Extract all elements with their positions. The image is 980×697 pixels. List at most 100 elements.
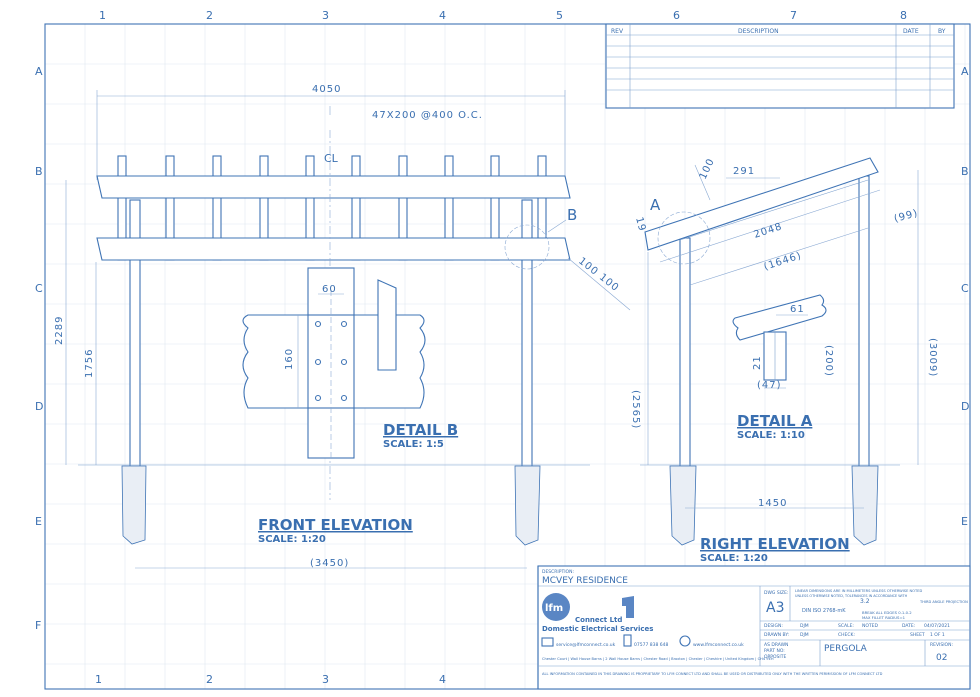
detail-b-height-dim: 160 (284, 348, 295, 370)
by-header: BY (938, 28, 946, 35)
units-note: LINEAR DIMENSIONS ARE IN MILLIMETERS UNL… (795, 589, 922, 593)
dwg-size-label: DWG SIZE: (764, 590, 788, 596)
check-label: CHECK: (838, 632, 855, 638)
detail-a-callout-label: A (650, 196, 661, 214)
front-elevation-title: FRONT ELEVATION (258, 516, 413, 534)
company-logo-text: lfm (545, 603, 563, 614)
detail-b-callout-label: B (567, 206, 577, 224)
part-name: PERGOLA (824, 644, 868, 654)
email-icon (541, 637, 554, 647)
column-label: 5 (556, 9, 563, 22)
front-joists (117, 155, 547, 261)
drawn-label: DRAWN BY: (764, 632, 789, 638)
sheet-value: 1 OF 1 (930, 632, 945, 638)
company-services: Domestic Electrical Services (542, 625, 653, 633)
standard: DIN ISO 2768-mK (802, 608, 846, 614)
company-web: www.lfmconnect.co.uk (693, 642, 744, 648)
detail-a-dim-c: (200) (823, 345, 834, 377)
detail-a-rafter (732, 294, 827, 341)
company-email: service@lfmconnect.co.uk (556, 642, 616, 648)
joist-spec: 47X200 @400 O.C. (372, 110, 483, 121)
front-elevation-scale: SCALE: 1:20 (258, 534, 326, 545)
row-label: D (35, 400, 43, 413)
right-post-left (679, 237, 691, 469)
column-label: 7 (790, 9, 797, 22)
column-label: 2 (206, 9, 213, 22)
right-left-dim: 19 (633, 216, 647, 233)
right-height-right-dim: (3009) (927, 338, 938, 377)
column-label: 1 (99, 9, 106, 22)
row-label: E (35, 515, 42, 528)
column-label: 3 (322, 9, 329, 22)
drawing-frame (44, 23, 971, 690)
scale-label: SCALE: (838, 623, 854, 629)
detail-a-title: DETAIL A (737, 412, 813, 430)
company-logo (542, 593, 570, 621)
right-base-dim: 1450 (758, 498, 787, 509)
right-elevation: 100 291 19 2048 (1646) (99) (3009) (2565… (630, 157, 938, 564)
front-footing-left (121, 465, 147, 545)
front-top-beam (96, 175, 571, 199)
column-label: 4 (439, 673, 446, 686)
company-name: Connect Ltd (575, 616, 622, 624)
centerline-label: CL (324, 152, 339, 165)
right-height-left-dim: (2565) (630, 390, 641, 429)
front-total-height-dim: 2289 (54, 316, 65, 345)
front-width-dim: 4050 (312, 84, 341, 95)
company-plug-icon (622, 596, 634, 618)
tb-description-label: DESCRIPTION: (542, 569, 574, 575)
right-footing-right (851, 465, 879, 546)
revision-table: REV DESCRIPTION DATE BY (605, 23, 955, 109)
row-label: C (35, 282, 43, 295)
row-label: C (961, 282, 969, 295)
right-top-dim: 100 (698, 157, 717, 182)
column-label: 1 (95, 673, 102, 686)
front-elevation: 4050 47X200 @400 O.C. CL 2289 1756 (3450… (54, 84, 631, 569)
right-elevation-scale: SCALE: 1:20 (700, 553, 768, 564)
detail-a-dim-a: 61 (790, 304, 805, 315)
column-label: 6 (673, 9, 680, 22)
right-elevation-title: RIGHT ELEVATION (700, 535, 850, 553)
phone-icon (623, 634, 632, 647)
row-label: D (961, 400, 969, 413)
design-value: DJM (800, 623, 809, 629)
column-label: 8 (900, 9, 907, 22)
front-bottom-beam (96, 237, 571, 261)
scale-value: NOTED (862, 623, 879, 629)
revision-value: 02 (936, 653, 947, 663)
tolerance-note: UNLESS OTHERWISE NOTED, TOLERANCES IN AC… (795, 594, 908, 598)
part-no-label: PART NO: (764, 648, 785, 654)
design-label: DESIGN: (764, 623, 783, 629)
edges-note: BREAK ALL EDGES 0.1-0.2 (862, 610, 912, 615)
row-label: A (35, 65, 43, 78)
detail-a: 61 21 (200) (47) DETAIL A SCALE: 1:10 (732, 294, 834, 441)
detail-b-title: DETAIL B (383, 421, 458, 439)
row-label: B (961, 165, 969, 178)
date-header: DATE (903, 28, 919, 35)
right-top-offset-dim: (99) (893, 208, 920, 225)
detail-b: 60 160 DETAIL B SCALE: 1:5 (242, 267, 458, 459)
web-icon (679, 635, 691, 647)
row-label: A (961, 65, 969, 78)
title-block: DESCRIPTION: MCVEY RESIDENCE lfm Connect… (537, 565, 971, 690)
front-footing-right (514, 465, 541, 546)
detail-b-width-dim: 60 (322, 284, 337, 295)
row-label: B (35, 165, 43, 178)
row-labels: A B C D E F A B C D E (35, 65, 969, 632)
front-post-height-dim: 1756 (84, 349, 95, 378)
company-phone: 07577 838 648 (634, 642, 668, 648)
company-address: Chester Court | Wall House Barns | 2 Wal… (542, 657, 774, 661)
date-value: 04/07/2021 (924, 623, 950, 629)
row-label: E (961, 515, 968, 528)
opposite-label: OPPOSITE (764, 654, 786, 660)
right-footing-left (669, 465, 697, 546)
right-rafter (644, 157, 879, 251)
sheet-label: SHEET (910, 632, 925, 638)
column-label: 2 (206, 673, 213, 686)
front-post-spacing-dim: (3450) (310, 558, 349, 569)
right-post-right (858, 175, 870, 469)
tb-description: MCVEY RESIDENCE (542, 576, 628, 586)
detail-a-dim-d: (47) (757, 380, 782, 391)
column-label: 3 (322, 673, 329, 686)
detail-a-dim-b: 21 (752, 355, 763, 370)
